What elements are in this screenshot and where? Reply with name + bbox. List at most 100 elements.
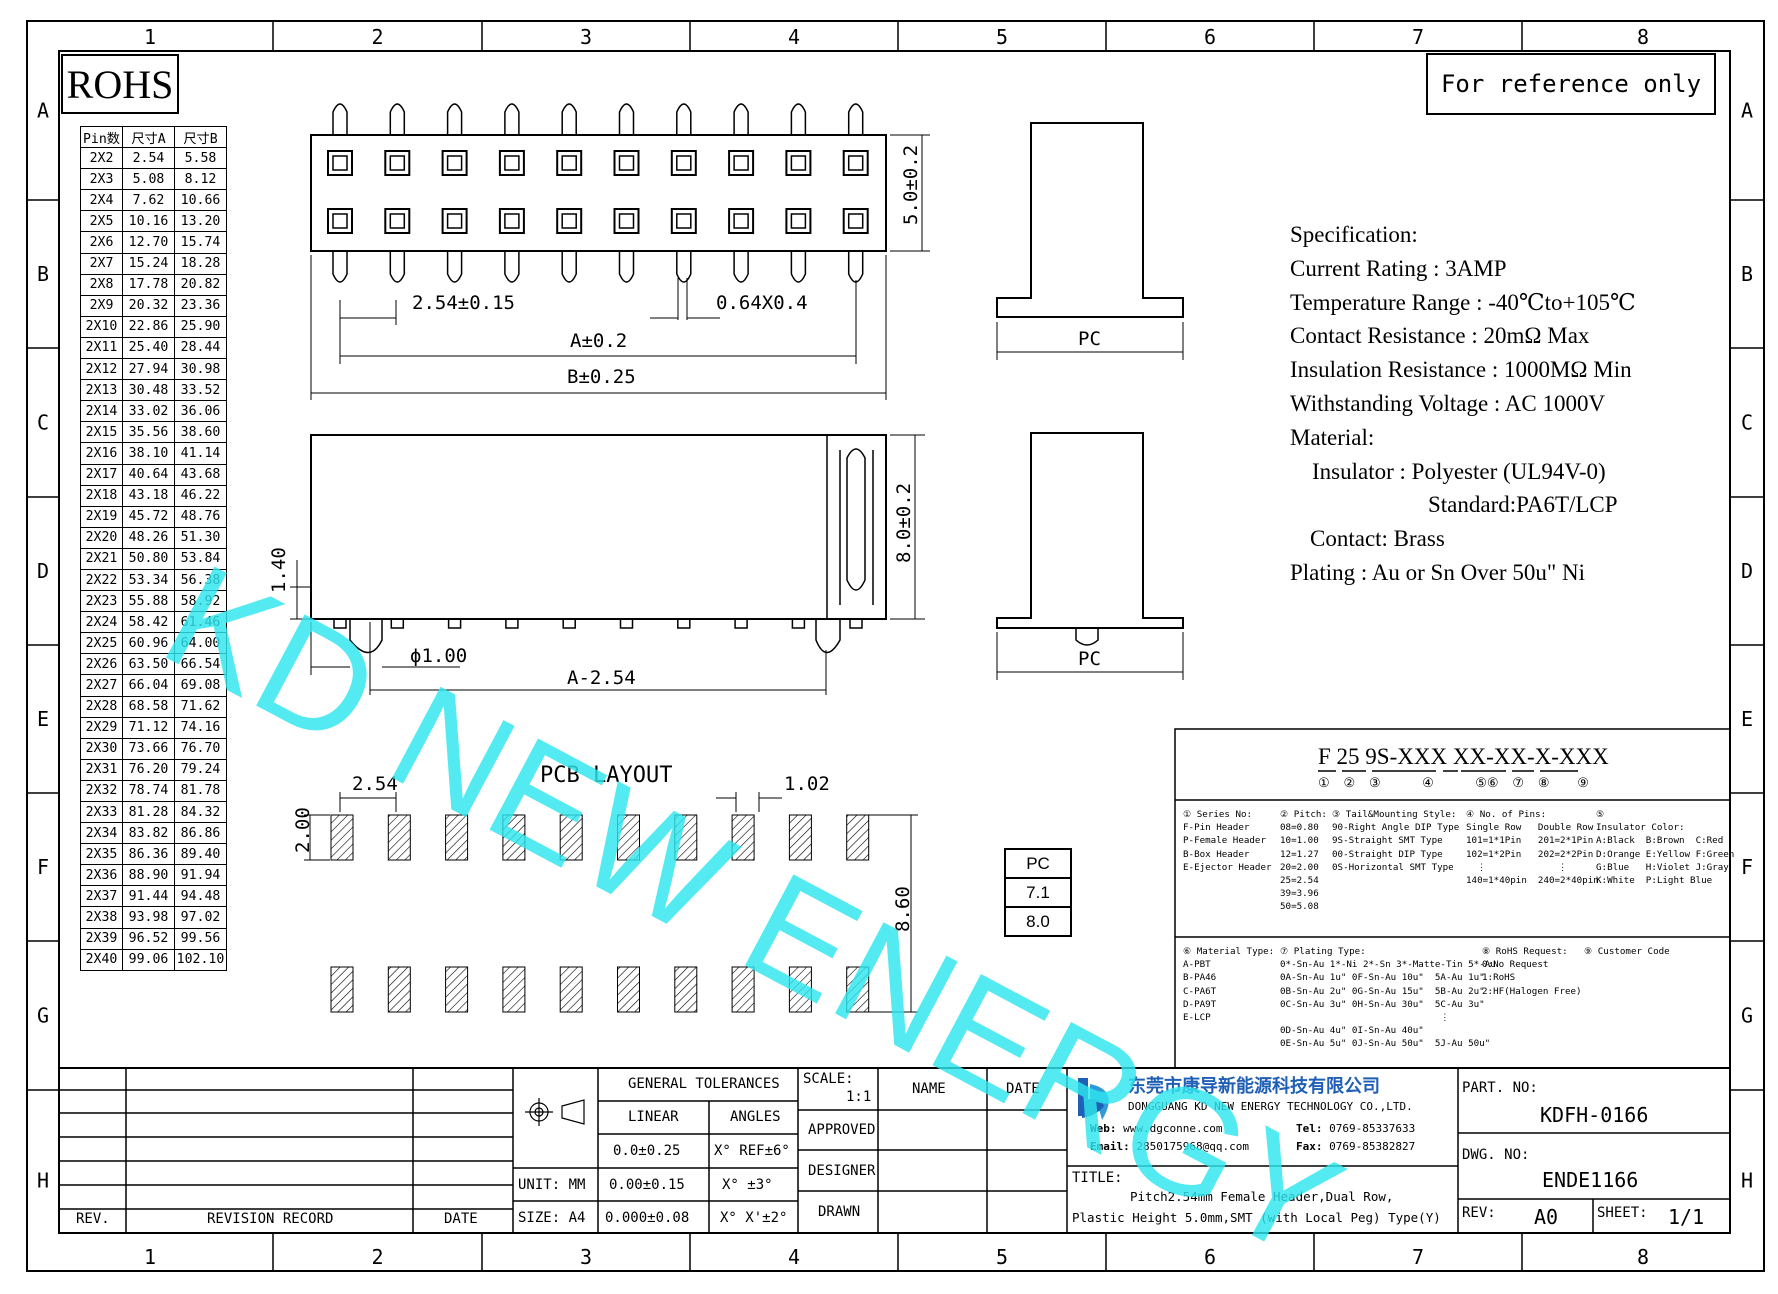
pin-table-cell: 38.60 [174,421,227,444]
part-code-marker: ② [1343,776,1356,791]
smt-foot [390,618,405,629]
pin-table-cell: 30.48 [122,379,175,402]
pc-height-table: PC 7.1 8.0 [1004,848,1072,937]
pin-tip [446,251,463,283]
pin-tip [676,251,692,283]
spec-line: Material: [1290,424,1375,450]
pin-cavity-inner [504,213,520,229]
pin-table-cell: 2X3 [80,168,123,191]
email-value: 2850175968@qq.com [1136,1140,1249,1153]
designer-label: DESIGNER [808,1163,876,1179]
sheet-label: SHEET: [1597,1205,1648,1221]
pin-table-cell: 88.90 [122,864,175,887]
pcb-pad [731,966,755,1013]
row-label: G [37,1004,49,1028]
pin-cavity [327,208,353,234]
b-dim: B±0.25 [567,366,636,388]
pin-table-cell: 99.06 [122,948,175,971]
pitch-dim: 2.54±0.15 [412,292,515,314]
pin-table-cell: 81.28 [122,800,175,824]
pin-table-cell: 2X34 [80,822,123,845]
rev-label: REV. [76,1211,110,1227]
pin-table-cell: 2X38 [80,906,123,929]
pin-table-cell: 2X11 [80,336,123,360]
pin-table-cell: 89.40 [174,843,227,866]
pcb-layout-title: PCB LAYOUT [540,763,673,788]
smt-foot [619,618,634,629]
pin-table-cell: 2X6 [80,231,123,254]
side-view-dims [290,434,925,695]
pin-table-cell: 2X17 [80,463,123,486]
pin-tip [504,251,520,283]
pin-cavity [842,208,869,234]
pin-table-cell: 28.44 [174,336,227,360]
column-label: 4 [788,25,800,49]
column-label: 6 [1204,25,1216,49]
pin-table-cell: 50.80 [122,547,175,570]
general-tolerances-label: GENERAL TOLERANCES [628,1076,780,1092]
pcb-pad [788,966,812,1013]
zone-grid [27,21,1764,1271]
scale-value: 1:1 [846,1089,872,1105]
pin-table-cell: 97.02 [174,906,227,929]
pin-table-cell: 2X37 [80,885,123,908]
pcb-pad [330,814,354,861]
pin-table-cell: 96.52 [122,927,175,950]
pin-table-cell: 2X26 [80,653,123,676]
note-pins: ④ No. of Pins: Single Row Double Row 101… [1466,809,1599,887]
pin-table-cell: 73.66 [122,737,175,760]
drawing-title-line-1: Pitch2.54mm Female Header,Dual Row, [1130,1189,1394,1204]
part-code-marker: ⑦ [1512,776,1525,791]
approved-label: APPROVED [808,1122,876,1138]
column-label: 6 [1204,1245,1216,1269]
title-label: TITLE: [1072,1170,1123,1186]
pin-tip [847,251,864,283]
pin-table-cell: 5.08 [122,168,175,191]
pin-cavity-inner [561,213,577,229]
part-no-label: PART. NO: [1462,1080,1538,1096]
pin-table-cell: 91.94 [174,864,227,887]
row-label: C [1741,411,1753,435]
pin-tip [676,103,692,135]
row-label: F [1741,855,1753,879]
pin-table-cell: 2.54 [122,147,175,170]
pin-table-cell: 43.68 [174,463,227,486]
note-material: ⑥ Material Type: A-PBT B-PA46 C-PA6T D-P… [1183,946,1275,1024]
pcb-pad-width-dim: 1.02 [784,773,830,795]
pcb-pad [674,814,698,861]
pin-table-cell: 2X27 [80,674,123,697]
pcb-pad [559,814,583,861]
column-label: 2 [371,25,383,49]
name-column-label: NAME [912,1081,946,1097]
tel-row: Tel: 0769-85337633 [1296,1122,1415,1135]
pin-tip [389,251,406,283]
pin-table-cell: 20.32 [122,294,175,317]
angles-label: ANGLES [730,1109,781,1125]
pin-cavity-inner [389,213,406,229]
pin-table-cell: 63.50 [122,653,175,676]
pc-bottom-dim: PC [1078,648,1101,670]
pcb-pad [846,966,870,1013]
column-label: 7 [1412,25,1424,49]
email-row: Email: 2850175968@qq.com [1090,1140,1249,1153]
spec-line: Insulation Resistance : 1000MΩ Min [1290,357,1632,383]
pin-table-cell: 2X35 [80,843,123,866]
row-label: B [1741,262,1753,286]
pcb-pad [502,966,526,1013]
column-label: 3 [580,25,592,49]
